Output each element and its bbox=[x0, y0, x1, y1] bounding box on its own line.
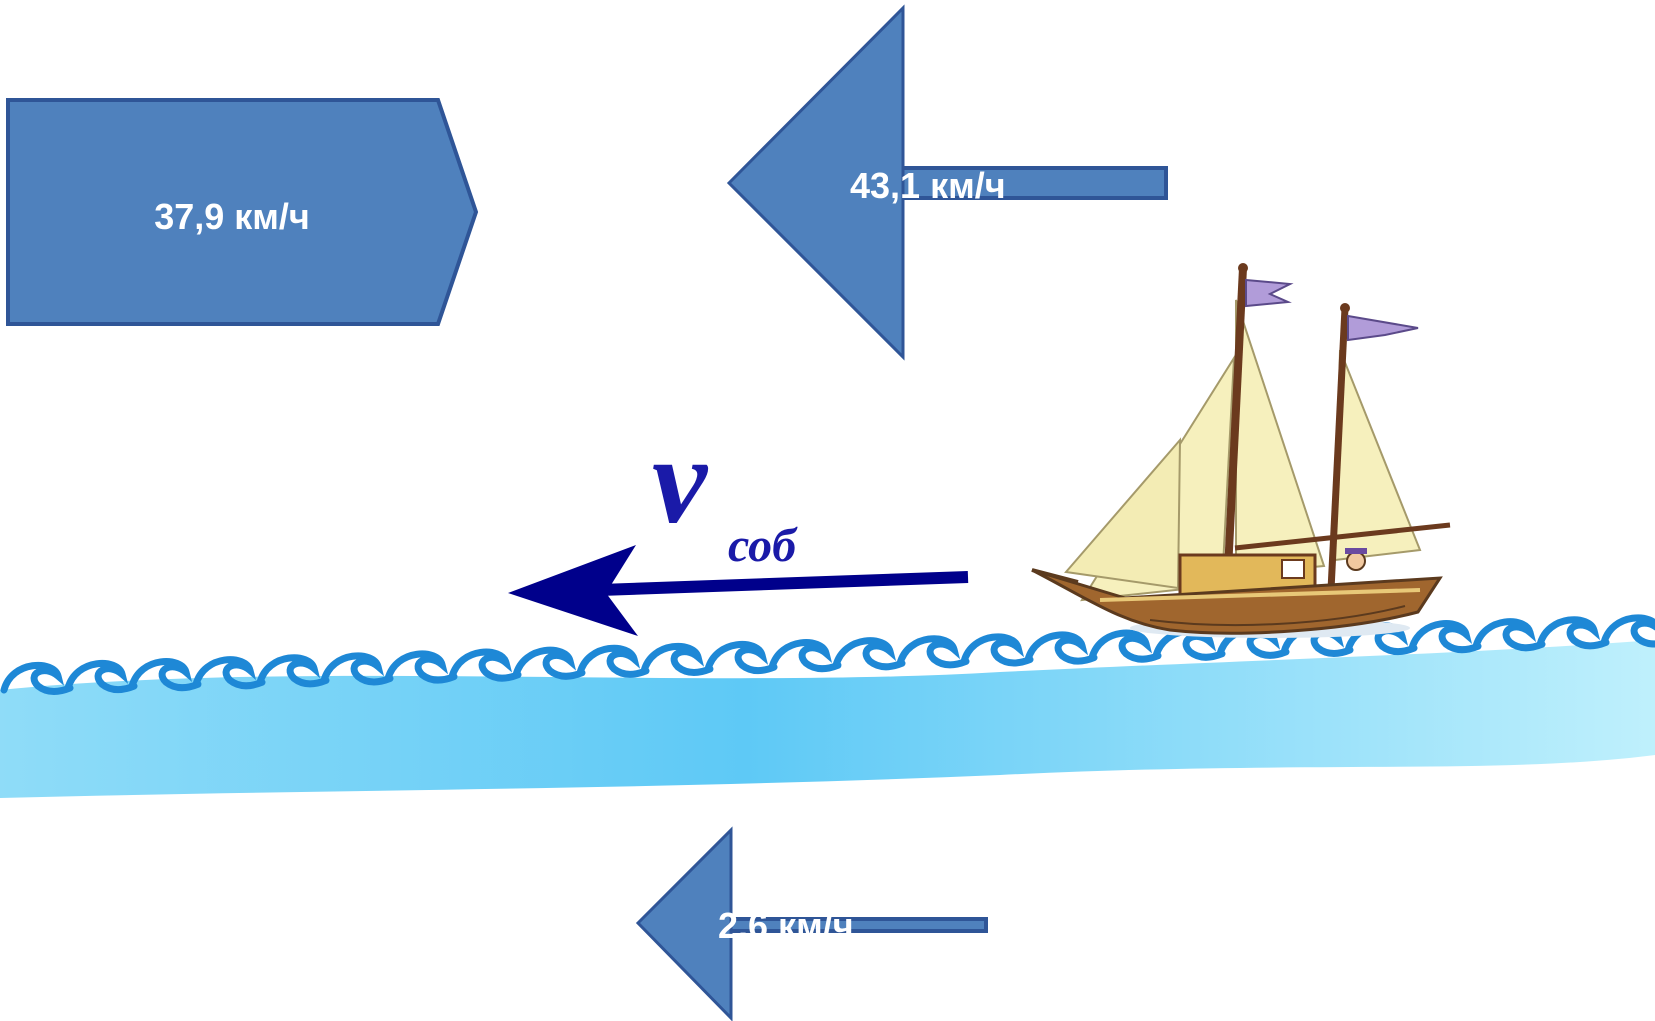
wave-curl bbox=[256, 654, 330, 688]
top-arrow-label: 43,1 км/ч bbox=[850, 165, 1006, 206]
wave-curl bbox=[1408, 620, 1482, 654]
wave-curl bbox=[192, 656, 266, 690]
velocity-symbol: v bbox=[652, 412, 709, 549]
wave-curl bbox=[512, 646, 586, 680]
wave-curl bbox=[384, 650, 458, 684]
wave-curl bbox=[576, 644, 650, 678]
wave-curl bbox=[128, 658, 202, 692]
water-illustration bbox=[0, 614, 1655, 798]
wave-curl bbox=[832, 637, 906, 671]
wave-curl bbox=[1536, 616, 1610, 650]
bottom-arrow[interactable]: 2,6 км/ч bbox=[635, 826, 988, 1021]
velocity-subscript: соб bbox=[728, 519, 798, 572]
speed-box[interactable]: 37,9 км/ч bbox=[6, 98, 479, 326]
speed-box-label: 37,9 км/ч bbox=[154, 196, 310, 237]
wave-curl bbox=[0, 661, 74, 695]
wave-curl bbox=[640, 642, 714, 676]
wave-curl bbox=[1024, 631, 1098, 665]
wave-curl bbox=[1088, 629, 1162, 663]
wave-curl bbox=[768, 639, 842, 673]
wave-curl bbox=[320, 652, 394, 686]
wave-curl bbox=[896, 635, 970, 669]
wave-curl bbox=[1600, 614, 1655, 648]
wave-curl bbox=[448, 648, 522, 682]
wave-curl bbox=[704, 640, 778, 675]
wave-curl bbox=[1472, 618, 1546, 652]
bottom-arrow-label: 2,6 км/ч bbox=[718, 905, 854, 946]
sailboat-illustration bbox=[1031, 263, 1451, 638]
top-arrow[interactable]: 43,1 км/ч bbox=[726, 4, 1168, 361]
wave-curl bbox=[960, 633, 1034, 667]
velocity-arrow bbox=[508, 545, 969, 636]
wave-curl bbox=[64, 659, 138, 694]
